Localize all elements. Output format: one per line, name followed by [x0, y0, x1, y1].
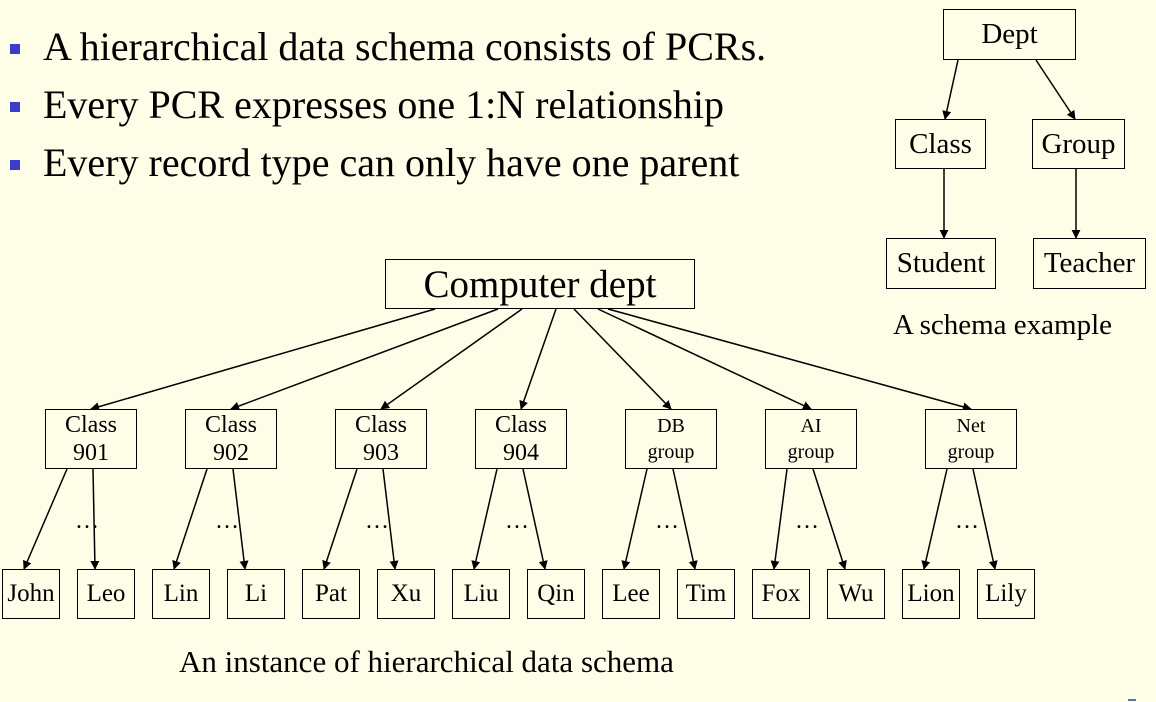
- schema-node-student: Student: [886, 238, 996, 289]
- ellipsis-text: …: [365, 508, 389, 534]
- edge-arrow: [232, 468, 249, 570]
- group-label-line2: group: [647, 441, 695, 463]
- edge-arrow: [921, 468, 948, 570]
- schema-node-class: Class: [895, 119, 986, 169]
- edge-arrow: [90, 308, 436, 412]
- edge-arrow: [607, 308, 972, 412]
- group-label-line2: group: [947, 441, 995, 463]
- ellipsis-text: …: [505, 508, 529, 534]
- group-label-line1: DB: [657, 415, 685, 437]
- edge-arrow: [172, 468, 208, 570]
- bullet-list: A hierarchical data schema consists of P…: [10, 18, 766, 192]
- bullet-item: Every record type can only have one pare…: [10, 134, 766, 192]
- ellipsis-text: …: [655, 508, 679, 534]
- schema-node-group: Group: [1032, 119, 1125, 169]
- ellipsis-text: …: [215, 508, 239, 534]
- group-label-line1: AI: [800, 415, 822, 437]
- edge-arrow: [621, 468, 648, 570]
- instance-group-node: Net group: [925, 409, 1017, 469]
- group-label-line1: Class: [64, 412, 117, 438]
- edge-arrow: [972, 468, 998, 570]
- instance-leaf-node: Tim: [677, 569, 735, 619]
- instance-leaf-node: Lily: [977, 569, 1035, 619]
- instance-leaf-node: Lin: [152, 569, 210, 619]
- edge-arrow: [812, 468, 847, 570]
- edge-arrow: [672, 468, 698, 570]
- instance-group-node: DB group: [625, 409, 717, 469]
- edge-arrow: [23, 468, 68, 570]
- group-label-line2: 901: [73, 440, 109, 466]
- group-label-line2: 903: [363, 440, 399, 466]
- instance-caption: An instance of hierarchical data schema: [179, 644, 674, 679]
- edge-arrow: [380, 308, 523, 410]
- edge-arrow: [522, 468, 548, 570]
- edge-arrow: [471, 468, 498, 570]
- edge-arrow: [942, 59, 959, 120]
- schema-caption: A schema example: [893, 309, 1113, 341]
- edge-arrow: [573, 308, 672, 410]
- group-label-line2: 902: [213, 440, 249, 466]
- edge-arrow: [382, 468, 399, 570]
- bullet-marker: [10, 44, 20, 54]
- group-label-line2: group: [787, 441, 835, 463]
- bullet-text: Every PCR expresses one 1:N relationship: [43, 82, 724, 127]
- instance-root-node: Computer dept: [385, 259, 695, 309]
- instance-leaf-node: Wu: [827, 569, 885, 619]
- instance-leaf-node: Pat: [302, 569, 360, 619]
- instance-leaf-node: Liu: [452, 569, 510, 619]
- edge-arrow: [597, 308, 812, 410]
- bullet-marker: [10, 160, 20, 170]
- edge-arrow: [322, 468, 358, 570]
- ellipsis-text: …: [795, 508, 819, 534]
- schema-node-teacher: Teacher: [1033, 238, 1146, 289]
- instance-leaf-node: John: [2, 569, 60, 619]
- group-label-line1: Class: [204, 412, 257, 438]
- ellipsis-text: …: [75, 508, 99, 534]
- bullet-marker: [10, 102, 20, 112]
- instance-leaf-node: Xu: [377, 569, 435, 619]
- corner-mark: [1128, 699, 1136, 701]
- group-label-line2: 904: [503, 440, 539, 466]
- instance-leaf-node: Lion: [902, 569, 960, 619]
- instance-leaf-node: Li: [227, 569, 285, 619]
- group-label-line1: Class: [354, 412, 407, 438]
- edge-arrow: [519, 308, 557, 410]
- bullet-item: A hierarchical data schema consists of P…: [10, 18, 766, 76]
- instance-leaf-node: Qin: [527, 569, 585, 619]
- bullet-item: Every PCR expresses one 1:N relationship: [10, 76, 766, 134]
- edge-arrow: [230, 308, 499, 411]
- bullet-text: A hierarchical data schema consists of P…: [43, 24, 767, 69]
- instance-leaf-node: Fox: [752, 569, 810, 619]
- group-label-line1: Class: [494, 412, 547, 438]
- edge-arrow: [1035, 59, 1076, 120]
- bullet-text: Every record type can only have one pare…: [43, 140, 740, 185]
- group-label-line1: Net: [956, 415, 986, 437]
- instance-leaf-node: Leo: [77, 569, 135, 619]
- edge-arrow: [90, 468, 100, 570]
- instance-leaf-node: Lee: [602, 569, 660, 619]
- edge-arrow: [770, 468, 788, 570]
- instance-group-node: AI group: [765, 409, 857, 469]
- schema-node-dept: Dept: [943, 9, 1076, 60]
- ellipsis-text: …: [955, 508, 979, 534]
